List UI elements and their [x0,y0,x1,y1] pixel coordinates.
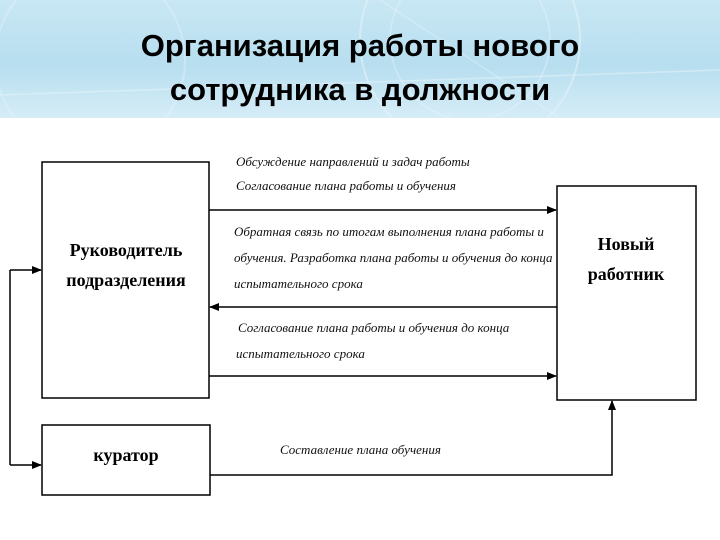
new-employee-label-line2: работник [588,264,665,284]
manager-label-line2: подразделения [66,270,186,290]
curator-label: куратор [93,445,158,465]
arrow-training-plan [210,400,616,476]
page-title-line2: сотрудника в должности [169,72,551,107]
header-banner: Организация работы нового сотрудника в д… [0,0,720,118]
manager-box [41,161,210,399]
page-title: Организация работы нового сотрудника в д… [0,24,720,112]
note-discussion-line1: Обсуждение направлений и задач работы [236,154,470,169]
manager-label-line1: Руководитель [70,240,183,260]
new-employee-label-line1: Новый [598,234,655,254]
note-feedback-line1: Обратная связь по итогам выполнения план… [234,224,544,239]
new-employee-box [556,185,697,401]
note-agreement-line2: испытательного срока [236,346,365,361]
note-agreement-line1: Согласование плана работы и обучения до … [238,320,510,335]
note-training-plan: Составление плана обучения [280,442,441,457]
note-discussion-line2: Согласование плана работы и обучения [236,178,456,193]
banner-decoration [0,0,720,118]
note-feedback-line2: обучения. Разработка плана работы и обуч… [234,250,553,265]
note-feedback-line3: испытательного срока [234,276,363,291]
curator-box [41,424,211,496]
page-title-line1: Организация работы нового [140,28,580,63]
